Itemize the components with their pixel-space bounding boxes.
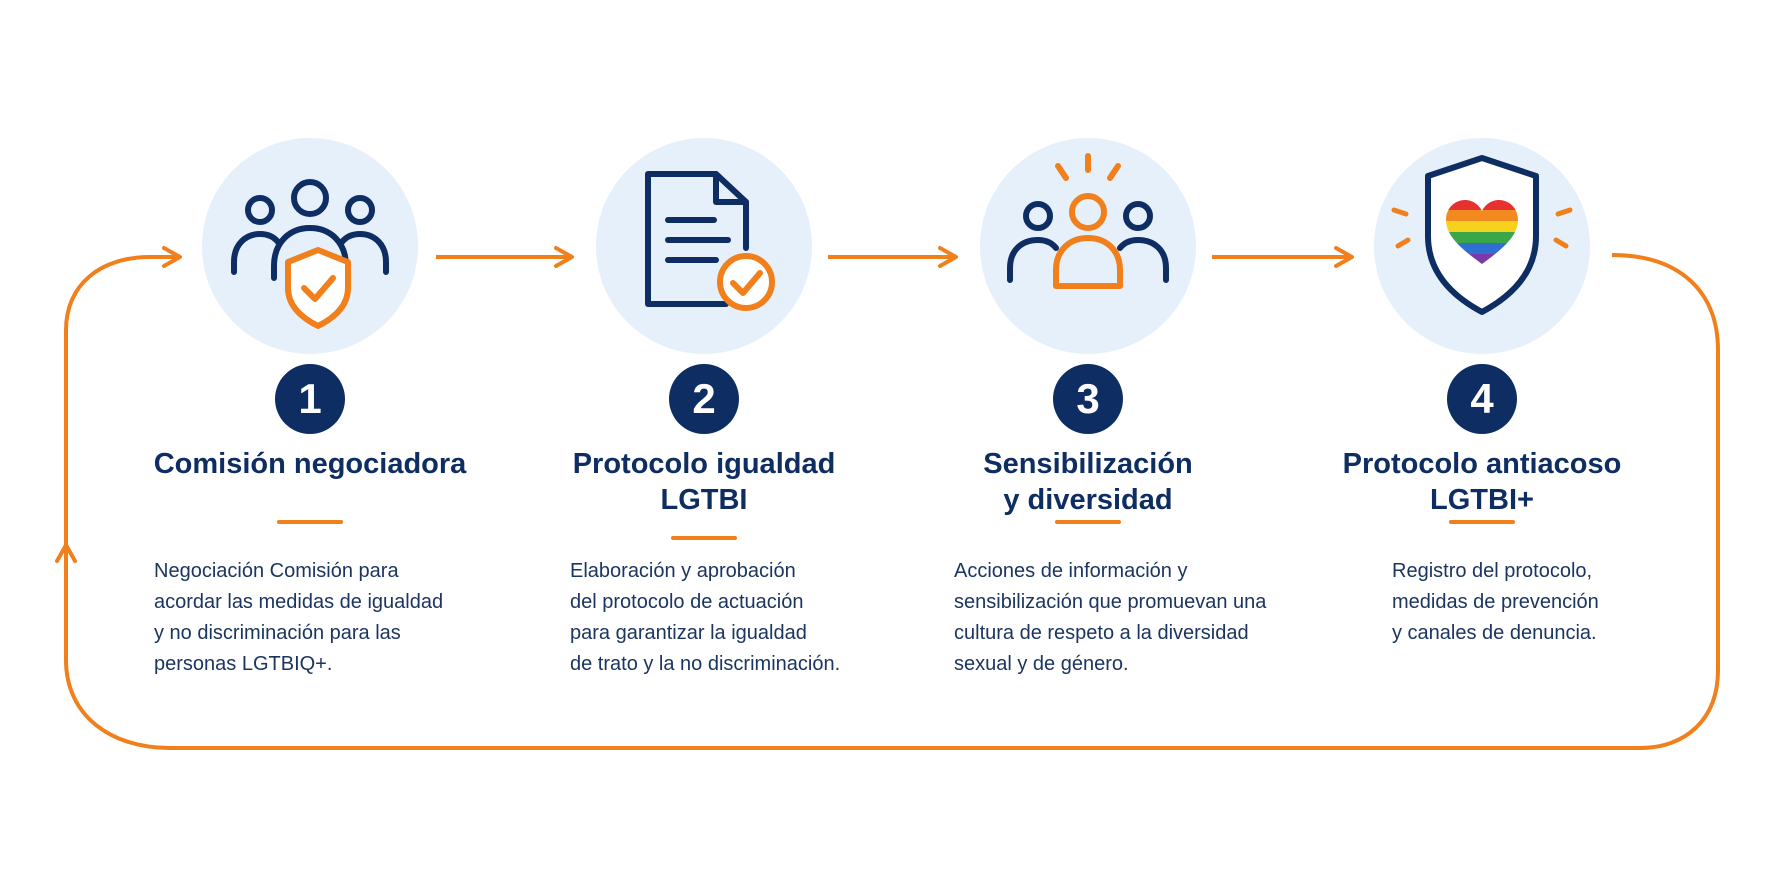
step-4-divider [1449, 520, 1515, 524]
step-1-title-line: Comisión negociadora [153, 448, 467, 480]
step-2-description-line: del protocolo de actuación [570, 591, 804, 613]
step-4: 4 Protocolo antiacoso LGTBI+ Registro de… [1292, 138, 1672, 698]
step-3-description-line: cultura de respeto a la diversidad [954, 622, 1249, 644]
step-1: 1 Comisión negociadora Negociación Comis… [120, 138, 500, 698]
step-4-description-line: y canales de denuncia. [1392, 622, 1597, 644]
step-2-icon-circle [596, 138, 812, 354]
step-3-description-line: Acciones de información y [954, 560, 1188, 582]
step-2-title-line: Protocolo igualdad [572, 448, 836, 480]
step-3-icon-circle [980, 138, 1196, 354]
step-3: 3 Sensibilización y diversidad Acciones … [898, 138, 1278, 698]
step-3-divider [1055, 520, 1121, 524]
rainbow-heart-shield-icon [1391, 155, 1573, 315]
step-1-divider [277, 520, 343, 524]
step-4-number-badge: 4 [1447, 364, 1517, 434]
step-2-divider [671, 536, 737, 540]
step-2: 2 Protocolo igualdad LGTBI Elaboración y… [514, 138, 894, 698]
step-1-number-badge: 1 [275, 364, 345, 434]
step-3-description-line: sexual y de género. [954, 653, 1129, 675]
step-2-title-line: LGTBI [660, 484, 748, 516]
step-4-title: Protocolo antiacoso LGTBI+ [1292, 446, 1672, 518]
step-1-description-line: acordar las medidas de igualdad [154, 591, 444, 613]
step-3-description-line: sensibilización que promuevan una [954, 591, 1267, 613]
return-loop-arrow [55, 253, 1720, 750]
step-1-icon-circle [202, 138, 418, 354]
step-2-description-line: Elaboración y aprobación [570, 560, 796, 582]
step-2-description: Elaboración y aprobación del protocolo d… [570, 556, 840, 680]
step-1-description-line: Negociación Comisión para [154, 560, 399, 582]
step-2-number-badge: 2 [669, 364, 739, 434]
step-3-number-badge: 3 [1053, 364, 1123, 434]
group-highlight-icon [1007, 153, 1169, 289]
step-2-title: Protocolo igualdad LGTBI [514, 446, 894, 518]
step-3-title-line: Sensibilización [983, 448, 1193, 480]
document-check-icon [645, 171, 775, 311]
step-1-description: Negociación Comisión para acordar las me… [154, 556, 443, 680]
step-1-title: Comisión negociadora [120, 446, 500, 482]
step-4-title-line: Protocolo antiacoso [1342, 448, 1622, 480]
step-4-icon-circle [1374, 138, 1590, 354]
loop-entry-arrow [64, 246, 182, 545]
step-2-description-line: de trato y la no discriminación. [570, 653, 841, 675]
step-4-title-line: LGTBI+ [1430, 484, 1534, 516]
step-3-title: Sensibilización y diversidad [898, 446, 1278, 518]
step-4-description-line: Registro del protocolo, [1392, 560, 1593, 582]
step-3-title-line: y diversidad [1003, 484, 1173, 516]
step-1-description-line: y no discriminación para las [154, 622, 401, 644]
step-1-description-line: personas LGTBIQ+. [154, 653, 333, 675]
step-3-description: Acciones de información y sensibilizació… [954, 556, 1266, 680]
step-2-description-line: para garantizar la igualdad [570, 622, 807, 644]
step-4-description-line: medidas de prevención [1392, 591, 1599, 613]
people-shield-icon [231, 179, 389, 329]
step-4-description: Registro del protocolo, medidas de preve… [1392, 556, 1599, 649]
